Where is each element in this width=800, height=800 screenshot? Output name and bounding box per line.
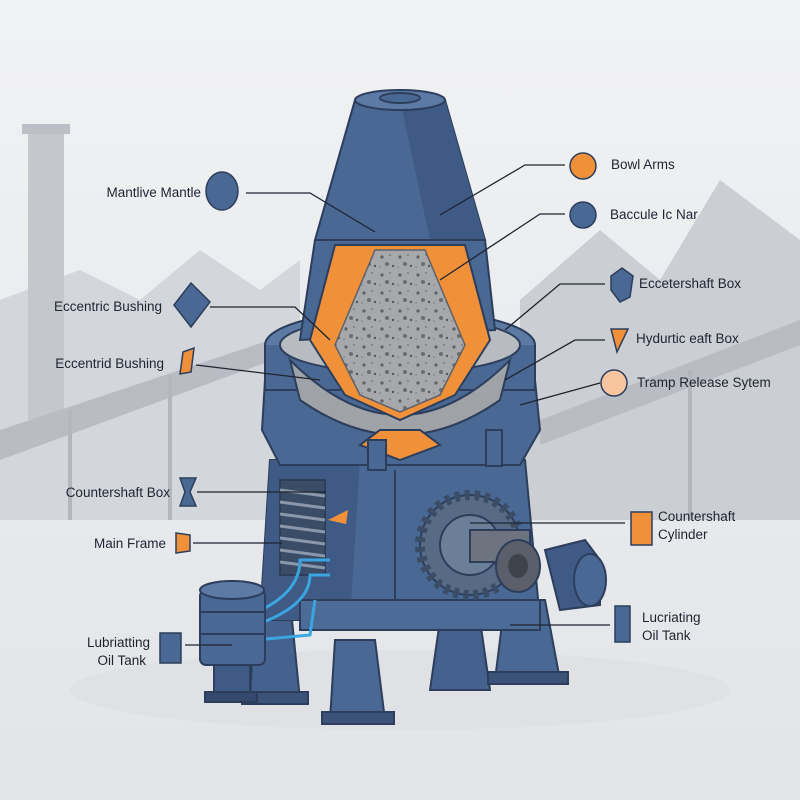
label-tramp-release: Tramp Release Sytem [637, 375, 771, 390]
baccule-ic-nar-marker-icon [569, 201, 597, 229]
mantle-cone [298, 89, 497, 422]
label-lucriating-line1: Lucriating [642, 610, 701, 625]
hydurtic-eaft-box-marker-icon [610, 328, 630, 355]
tramp-release-marker-icon [600, 369, 628, 397]
lucriating-oil-tank-marker-icon [614, 605, 631, 643]
gear-assembly [415, 490, 607, 612]
left-markers [159, 171, 239, 664]
label-countershaft-cylinder-line1: Countershaft [658, 509, 736, 524]
label-countershaft-box: Countershaft Box [66, 485, 171, 500]
countershaft-cylinder-marker-icon [630, 511, 653, 546]
bowl-arms-marker-icon [569, 152, 597, 180]
label-main-frame: Main Frame [94, 536, 166, 551]
oil-tank [199, 558, 330, 703]
cone-crusher [199, 89, 607, 725]
leader-lines [185, 164, 625, 646]
smokestack [28, 130, 64, 430]
label-eccentrid-bushing: Eccentrid Bushing [55, 356, 164, 371]
eccentrid-bushing-marker-icon [179, 346, 195, 375]
mantlive-mantle-marker-icon [205, 171, 239, 211]
eccentric-bushing-marker-icon [173, 281, 211, 329]
mountains-right [520, 180, 800, 520]
label-baccule-ic-nar: Baccule Ic Nar [610, 207, 698, 222]
right-markers [569, 152, 653, 643]
conveyor-right [540, 320, 800, 445]
label-hydurtic-eaft-box: Hydurtic eaft Box [636, 331, 739, 346]
callout-labels: Mantlive Mantle Eccentric Bushing Eccent… [54, 157, 771, 668]
conveyor-left [0, 330, 300, 460]
label-eccetershaft-box: Eccetershaft Box [639, 276, 741, 291]
main-frame-marker-icon [175, 532, 191, 554]
lubriatting-oil-tank-marker-icon [159, 632, 182, 664]
countershaft-box-marker-icon [178, 477, 198, 507]
eccetershaft-box-marker-icon [610, 267, 634, 303]
label-countershaft-cylinder-line2: Cylinder [658, 527, 708, 542]
label-eccentric-bushing: Eccentric Bushing [54, 299, 162, 314]
label-mantlive-mantle: Mantlive Mantle [106, 185, 201, 200]
label-lubriatting-line2: Oil Tank [97, 653, 146, 668]
label-bowl-arms: Bowl Arms [611, 157, 675, 172]
label-lucriating-line2: Oil Tank [642, 628, 691, 643]
label-lubriatting-line1: Lubriatting [87, 635, 150, 650]
